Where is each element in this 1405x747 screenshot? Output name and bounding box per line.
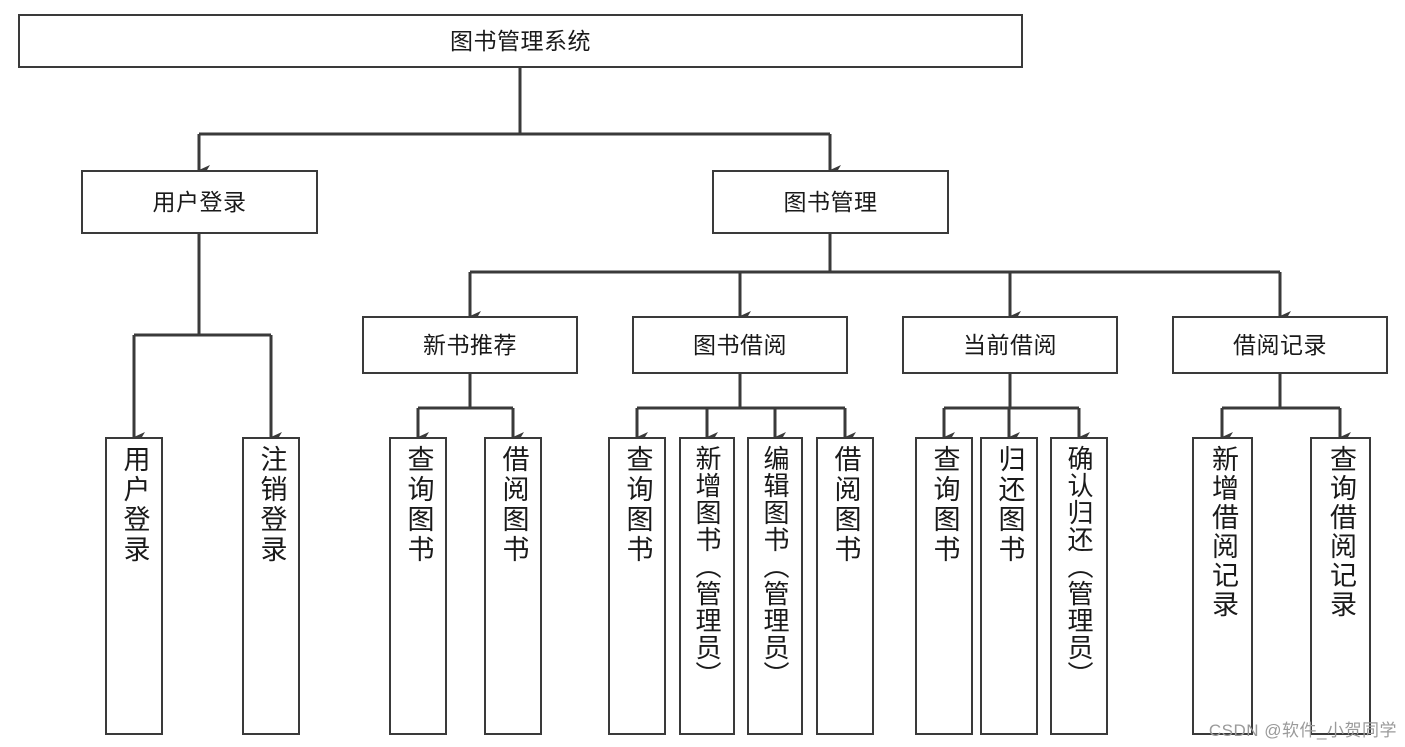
node-leaf-query-book-current[interactable]: 查询图书 [915, 437, 973, 735]
node-label: 新增图书（管理员） [692, 445, 722, 688]
node-leaf-borrow-book[interactable]: 借阅图书 [816, 437, 874, 735]
node-new-book-recommend[interactable]: 新书推荐 [362, 316, 578, 374]
node-leaf-query-borrow-record[interactable]: 查询借阅记录 [1310, 437, 1371, 735]
node-label: 新书推荐 [423, 331, 517, 358]
node-label: 查询图书 [403, 445, 434, 565]
node-label: 新增借阅记录 [1208, 445, 1238, 619]
node-leaf-user-login[interactable]: 用户登录 [105, 437, 163, 735]
node-label: 查询图书 [929, 445, 960, 565]
node-label: 查询借阅记录 [1326, 445, 1356, 619]
node-leaf-add-book-admin[interactable]: 新增图书（管理员） [679, 437, 735, 735]
node-book-management[interactable]: 图书管理 [712, 170, 949, 234]
node-label: 查询图书 [622, 445, 653, 565]
node-label: 借阅记录 [1233, 331, 1327, 358]
node-leaf-query-book-recommend[interactable]: 查询图书 [389, 437, 447, 735]
node-label: 图书管理系统 [450, 27, 591, 54]
node-root-book-management-system[interactable]: 图书管理系统 [18, 14, 1023, 68]
node-label: 借阅图书 [498, 445, 529, 565]
node-label: 注销登录 [256, 445, 287, 565]
node-leaf-confirm-return-admin[interactable]: 确认归还（管理员） [1050, 437, 1108, 735]
node-leaf-query-book-borrow[interactable]: 查询图书 [608, 437, 666, 735]
node-label: 当前借阅 [963, 331, 1057, 358]
node-user-login[interactable]: 用户登录 [81, 170, 318, 234]
node-label: 确认归还（管理员） [1064, 445, 1094, 688]
node-book-borrow[interactable]: 图书借阅 [632, 316, 848, 374]
node-current-borrow[interactable]: 当前借阅 [902, 316, 1118, 374]
node-label: 借阅图书 [830, 445, 861, 565]
node-leaf-edit-book-admin[interactable]: 编辑图书（管理员） [747, 437, 803, 735]
node-leaf-add-borrow-record[interactable]: 新增借阅记录 [1192, 437, 1253, 735]
node-label: 归还图书 [994, 445, 1025, 565]
node-label: 用户登录 [119, 445, 150, 565]
node-leaf-return-book[interactable]: 归还图书 [980, 437, 1038, 735]
node-label: 图书借阅 [693, 331, 787, 358]
node-leaf-borrow-book-recommend[interactable]: 借阅图书 [484, 437, 542, 735]
node-label: 图书管理 [783, 188, 878, 215]
node-label: 用户登录 [152, 188, 247, 215]
node-label: 编辑图书（管理员） [760, 445, 790, 688]
node-borrow-record[interactable]: 借阅记录 [1172, 316, 1388, 374]
node-leaf-logout-login[interactable]: 注销登录 [242, 437, 300, 735]
